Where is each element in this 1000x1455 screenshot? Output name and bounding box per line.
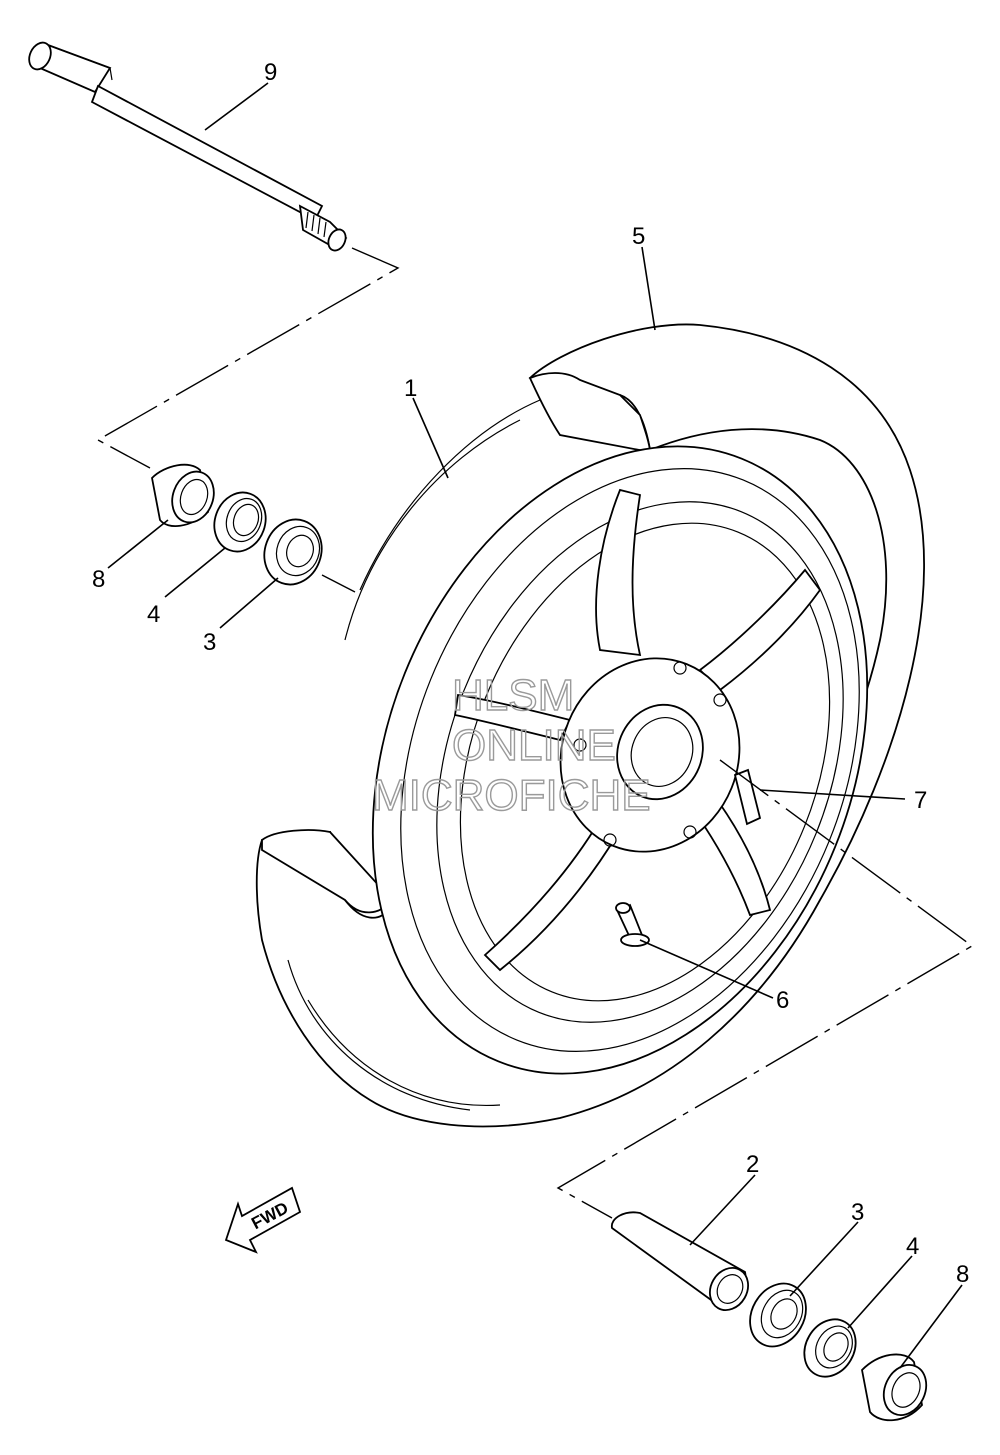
oil-seal-left[interactable]: [206, 485, 274, 558]
label-collar-right: 8: [956, 1261, 969, 1288]
watermark-line-2: ONLINE: [452, 721, 616, 770]
wheel-hub[interactable]: [532, 631, 769, 879]
forward-direction-arrow: FWD: [224, 1186, 302, 1254]
watermark-line-1: HLSM: [452, 671, 574, 720]
label-valve: 6: [776, 987, 789, 1014]
collar-left[interactable]: [151, 463, 221, 529]
label-bearing-right: 3: [851, 1199, 864, 1226]
label-balance-weight: 7: [914, 787, 927, 814]
label-axle: 9: [264, 59, 277, 86]
label-bearing-left: 3: [203, 629, 216, 656]
spacer[interactable]: [611, 1211, 756, 1317]
leader-lines: [107, 82, 963, 1369]
label-spacer: 2: [746, 1151, 759, 1178]
balance-weight[interactable]: [733, 768, 762, 826]
watermark: HLSM ONLINE MICROFICHE: [371, 670, 651, 820]
collar-right[interactable]: [861, 1353, 934, 1422]
wheel-spokes: [453, 488, 822, 972]
tire-valve[interactable]: [615, 902, 650, 947]
label-wheel: 1: [404, 375, 417, 402]
bearing-right[interactable]: [739, 1273, 817, 1356]
label-seal-left: 4: [147, 601, 160, 628]
front-axle[interactable]: [25, 39, 349, 253]
watermark-line-3: MICROFICHE: [372, 771, 651, 820]
oil-seal-right[interactable]: [794, 1310, 866, 1386]
label-collar-left: 8: [92, 566, 105, 593]
label-tire: 5: [632, 223, 645, 250]
label-seal-right: 4: [906, 1233, 919, 1260]
bearing-left[interactable]: [255, 511, 330, 592]
assembly-centerlines: [96, 247, 974, 1219]
